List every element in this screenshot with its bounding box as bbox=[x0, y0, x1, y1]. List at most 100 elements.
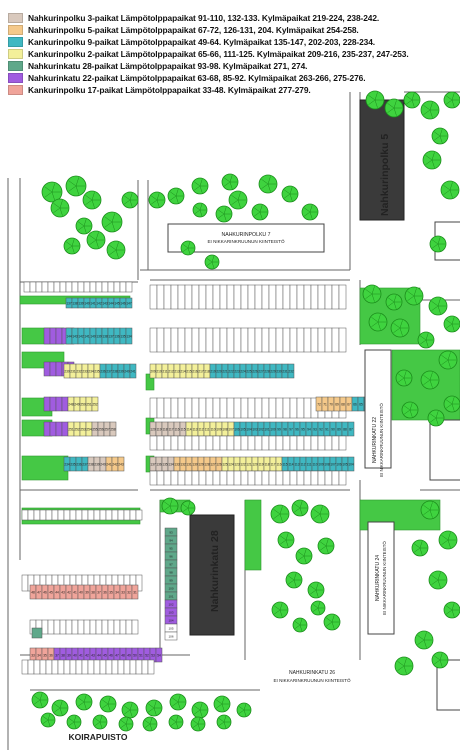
tree bbox=[440, 180, 460, 200]
parking-stall bbox=[268, 435, 277, 451]
parking-stall bbox=[212, 397, 221, 419]
stall-number: 115 bbox=[282, 463, 287, 467]
stall-number: 134 bbox=[168, 463, 174, 467]
tree bbox=[295, 547, 313, 565]
parking-stall bbox=[240, 397, 249, 419]
parking-stall bbox=[47, 619, 55, 635]
tree-branch bbox=[403, 658, 407, 667]
tree-branch bbox=[104, 216, 113, 223]
label-nk26-title: NAHKURINKATU 26 bbox=[289, 670, 335, 676]
tree-branch bbox=[451, 403, 455, 411]
parking-stall bbox=[247, 397, 256, 419]
stall-number: 87 bbox=[349, 428, 353, 432]
parking-stall bbox=[317, 435, 326, 451]
stall-number: 257 bbox=[104, 428, 110, 432]
tree-branch bbox=[310, 589, 317, 595]
parking-stall-colored bbox=[49, 361, 57, 377]
tree-branch bbox=[393, 301, 397, 309]
stall-number: 72 bbox=[317, 403, 321, 407]
stall-number: 116 bbox=[276, 463, 281, 467]
tree-branch bbox=[289, 193, 293, 201]
parking-stall bbox=[87, 659, 95, 675]
tree bbox=[228, 190, 248, 210]
stall-number: 144 bbox=[108, 302, 114, 306]
parking-stall bbox=[170, 397, 179, 419]
tree-branch bbox=[187, 507, 191, 515]
parking-stall bbox=[303, 284, 312, 310]
tree-branch bbox=[371, 286, 375, 295]
tree-branch bbox=[223, 721, 227, 729]
parking-stall bbox=[39, 659, 47, 675]
stall-number: 96 bbox=[295, 428, 299, 432]
parking-stall bbox=[254, 435, 263, 451]
tree bbox=[427, 409, 445, 427]
parking-stall bbox=[219, 327, 228, 353]
parking-stall bbox=[69, 509, 77, 521]
stall-number: 93 bbox=[313, 428, 317, 432]
stall-number: 34 bbox=[115, 591, 119, 595]
tree bbox=[301, 203, 319, 221]
stall-number: 212 bbox=[168, 370, 174, 374]
tree-branch bbox=[285, 539, 289, 547]
tree-branch bbox=[89, 235, 97, 241]
tree-branch bbox=[223, 715, 227, 723]
parking-stall bbox=[275, 284, 284, 310]
tree-branch bbox=[194, 181, 201, 187]
tree-branch bbox=[83, 225, 87, 233]
tree-branch bbox=[197, 717, 201, 725]
tree-branch bbox=[238, 706, 245, 711]
parking-stall bbox=[289, 327, 298, 353]
parking-stall bbox=[226, 284, 235, 310]
stall-number: 40 bbox=[79, 591, 83, 595]
legend-label: Nahkurinkatu 28-paikat Lämpötolppapaikat… bbox=[28, 60, 308, 71]
tree-branch bbox=[320, 545, 327, 551]
stall-number: 44 bbox=[55, 591, 59, 595]
parking-stall bbox=[191, 284, 200, 310]
tree-branch bbox=[414, 547, 421, 553]
tree-branch bbox=[446, 399, 453, 405]
parking-stall bbox=[198, 284, 207, 310]
tree-branch bbox=[192, 723, 199, 728]
tree-branch bbox=[298, 551, 305, 557]
parking-stall-colored bbox=[49, 327, 57, 345]
tree bbox=[443, 315, 460, 333]
parking-stall bbox=[177, 470, 186, 486]
legend-swatch bbox=[8, 36, 23, 47]
tree-branch bbox=[261, 179, 269, 185]
tree-branch bbox=[170, 721, 177, 726]
building-sub-nk22: EI NIKKARINKRUUNUN KIINTEISTÖ bbox=[379, 403, 384, 477]
parking-stall bbox=[303, 327, 312, 353]
parking-stall bbox=[21, 509, 29, 521]
tree-branch bbox=[129, 709, 133, 717]
parking-stall bbox=[296, 327, 305, 353]
tree-branch bbox=[423, 379, 431, 385]
stall-number: 233 bbox=[82, 370, 88, 374]
stall-number: 39 bbox=[67, 654, 71, 658]
tree bbox=[365, 90, 385, 110]
tree bbox=[362, 284, 382, 304]
stall-number: 118 bbox=[162, 428, 167, 432]
parking-stall bbox=[156, 397, 165, 419]
tree-branch bbox=[451, 397, 455, 405]
tree-branch bbox=[388, 301, 395, 307]
stall-number: 117 bbox=[168, 428, 173, 432]
parking-stall bbox=[101, 619, 109, 635]
stall-number: 43 bbox=[61, 591, 65, 595]
tree bbox=[317, 537, 335, 555]
label-nk26-sub: EI NIKKARINKRUUNUN KIINTEISTÖ bbox=[273, 677, 351, 683]
tree-branch bbox=[182, 504, 189, 509]
tree-branch bbox=[187, 247, 191, 255]
tree-branch bbox=[399, 327, 403, 336]
stall-number: 130 bbox=[192, 463, 198, 467]
tree-branch bbox=[377, 321, 381, 330]
stall-number: 146 bbox=[120, 302, 126, 306]
parking-stall bbox=[71, 619, 79, 635]
tree bbox=[443, 395, 460, 413]
tree bbox=[31, 691, 49, 709]
tree bbox=[270, 504, 290, 524]
tree bbox=[190, 716, 206, 732]
stall-number: 107 bbox=[228, 428, 234, 432]
tree-branch bbox=[68, 180, 77, 187]
tree-branch bbox=[53, 207, 61, 213]
parking-stall bbox=[135, 574, 143, 592]
